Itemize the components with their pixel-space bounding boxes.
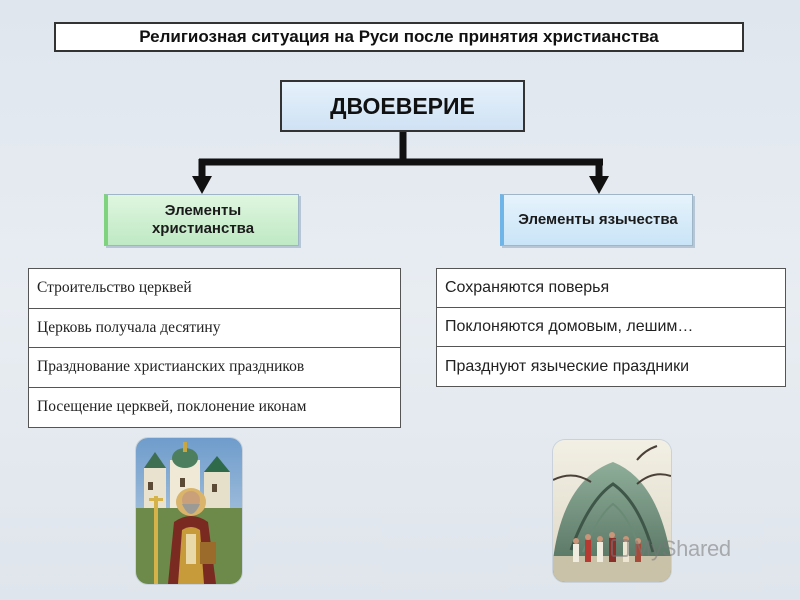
- main-concept-box: ДВОЕВЕРИЕ: [280, 80, 525, 132]
- arrowhead-left: [192, 176, 212, 194]
- christianity-elements-list: Строительство церквей Церковь получала д…: [28, 268, 401, 428]
- diagram-title: Религиозная ситуация на Руси после приня…: [54, 22, 744, 52]
- paganism-elements-box: Элементы язычества: [500, 194, 693, 246]
- orthodox-saint-painting-icon: [136, 438, 242, 584]
- paganism-elements-list: Сохраняются поверья Поклоняются домовым,…: [436, 268, 786, 387]
- myshared-watermark: MyShared: [611, 536, 731, 562]
- pagan-ritual-painting-icon: [553, 440, 671, 582]
- arrowhead-right: [589, 176, 609, 194]
- list-item: Поклоняются домовым, лешим…: [437, 308, 785, 347]
- watermark-logo-icon: [611, 539, 629, 557]
- watermark-text: MyShared: [633, 536, 731, 561]
- list-item: Церковь получала десятину: [29, 309, 400, 348]
- list-item: Строительство церквей: [29, 269, 400, 309]
- list-item: Посещение церквей, поклонение иконам: [37, 398, 307, 416]
- list-item: Празднование христианских праздников: [29, 348, 400, 388]
- list-item: Празднуют языческие праздники: [445, 357, 690, 375]
- christianity-elements-box: Элементы христианства: [104, 194, 299, 246]
- list-item: Сохраняются поверья: [437, 269, 785, 308]
